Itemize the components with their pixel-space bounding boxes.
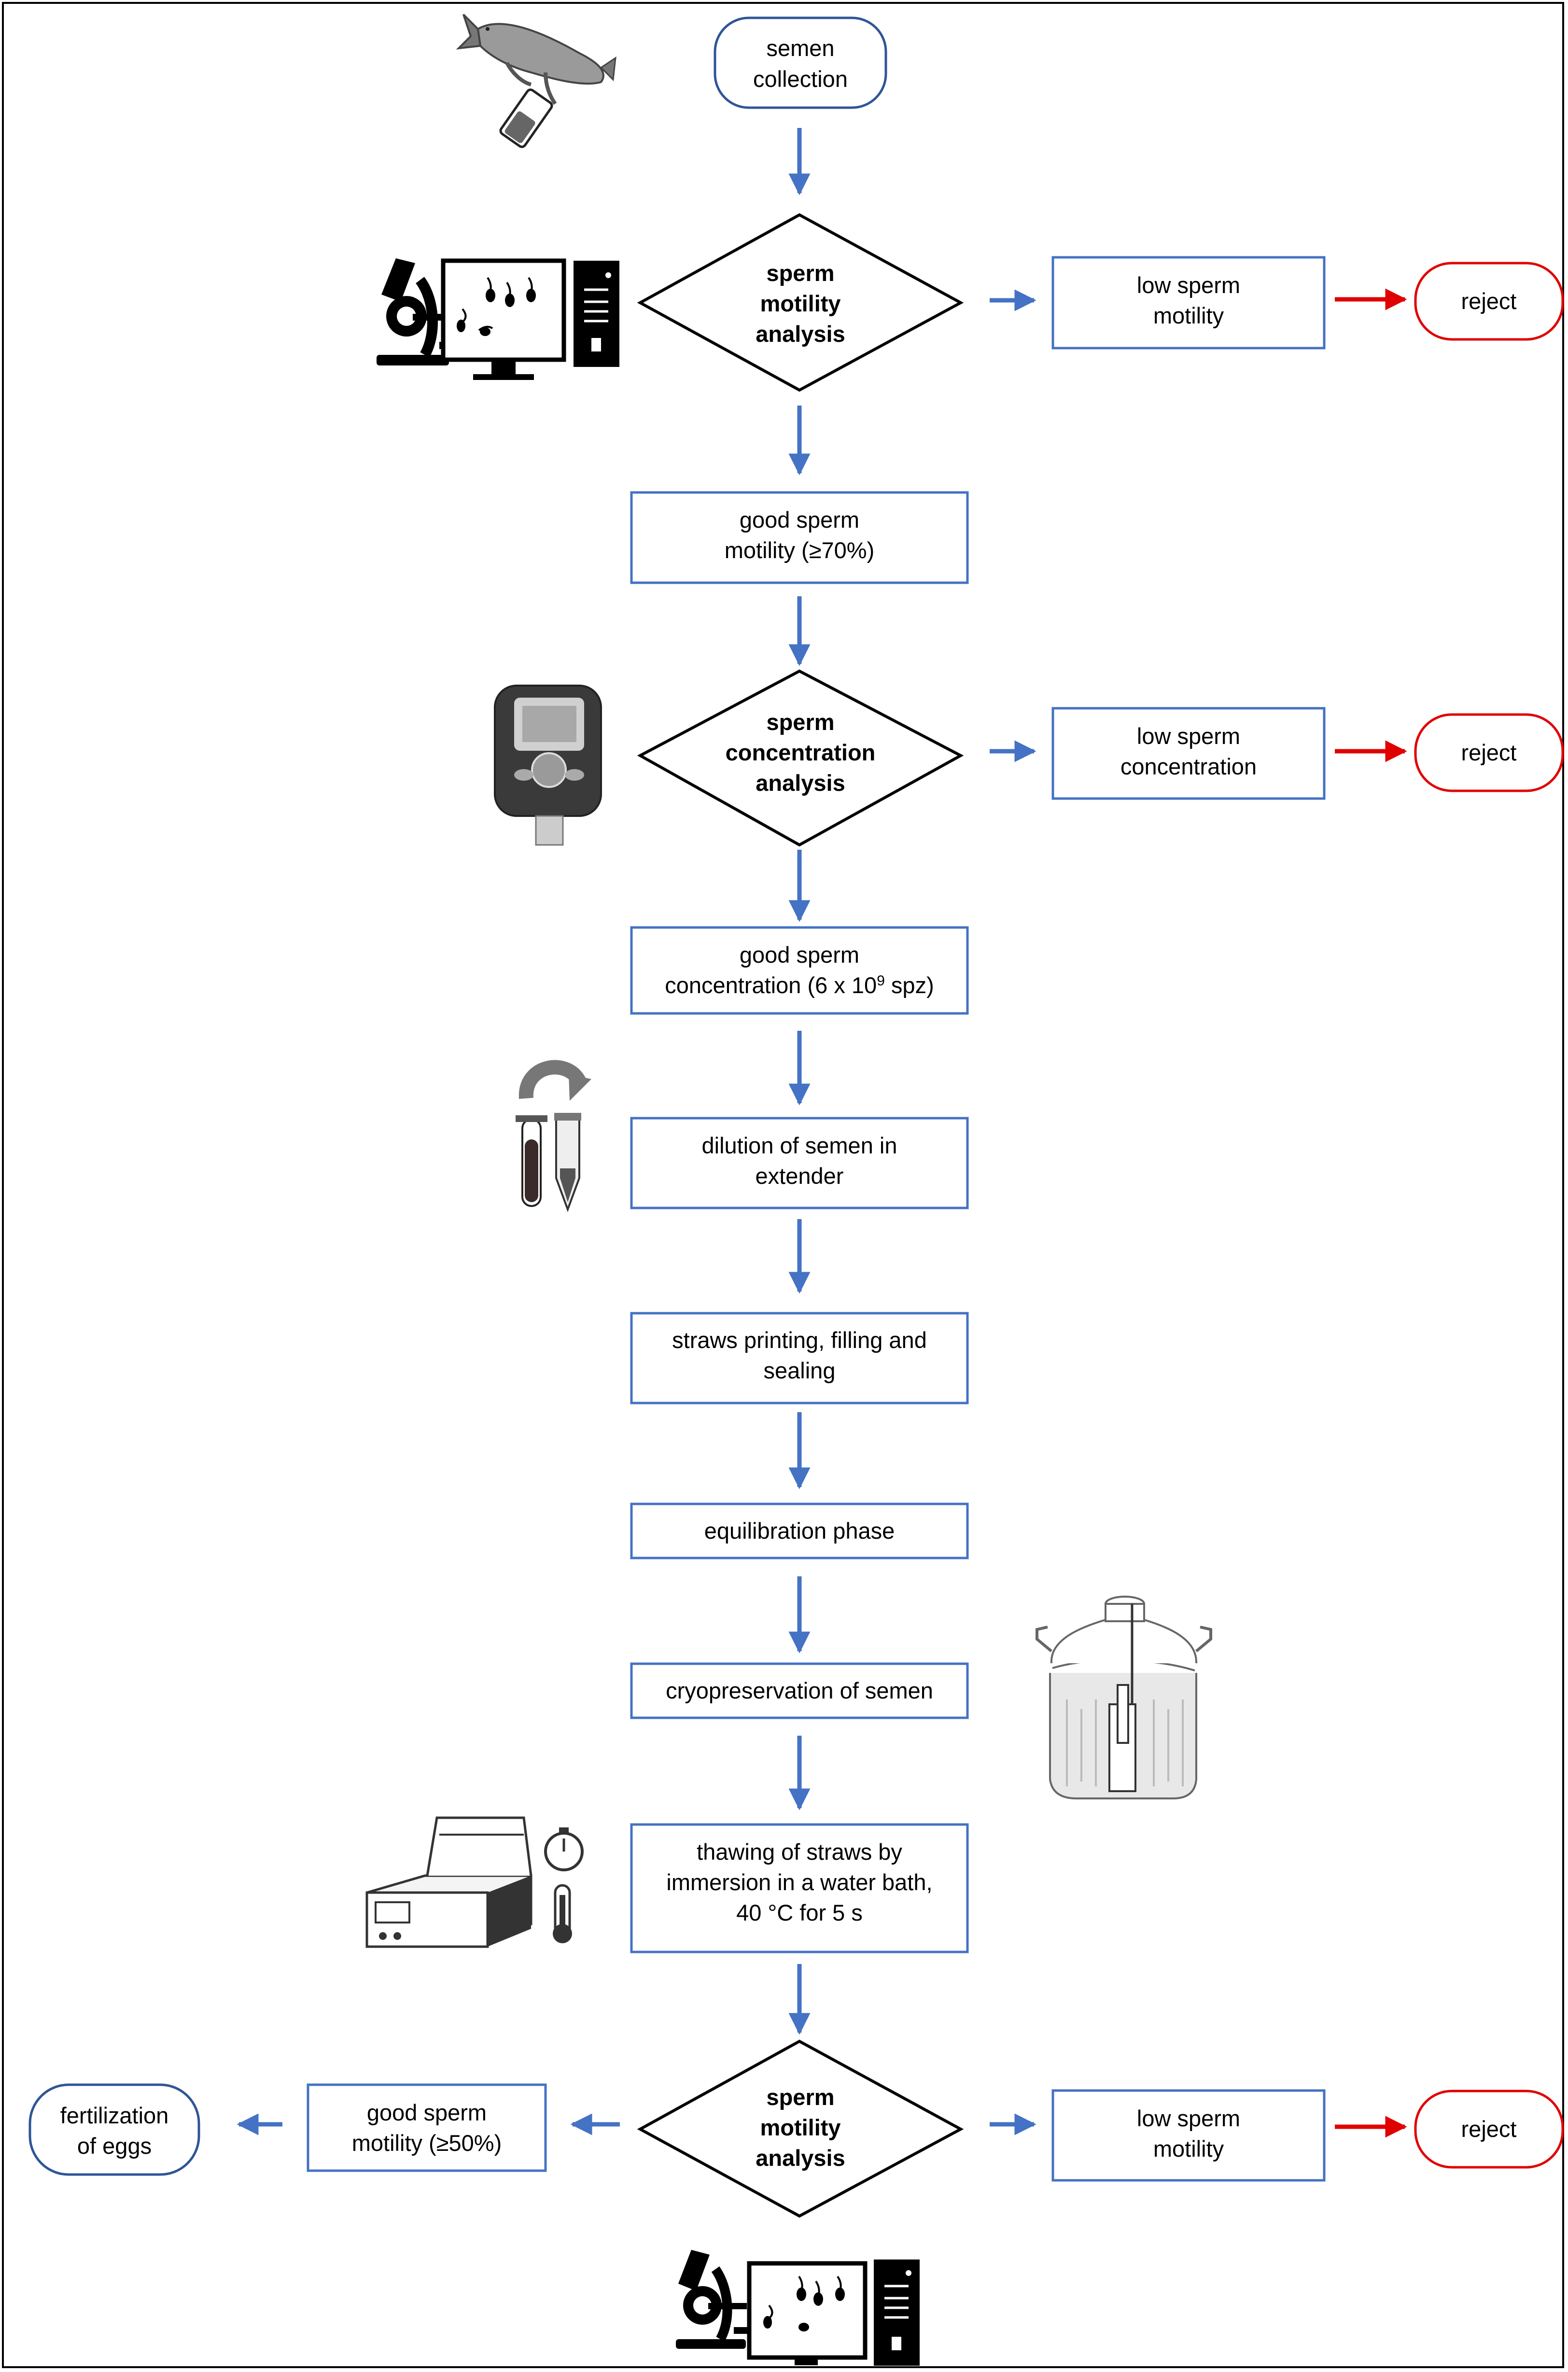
terminal-fertilization bbox=[28, 2083, 200, 2176]
box-dilution bbox=[630, 1117, 969, 1209]
cryopreservation-label: cryopreservation of semen bbox=[666, 1678, 933, 1703]
microscope-computer-icon bbox=[676, 2250, 920, 2366]
decision-concentration bbox=[637, 669, 964, 847]
connectors bbox=[237, 128, 1036, 2135]
terminal-reject-3 bbox=[1414, 2090, 1564, 2169]
reject-1-label: reject bbox=[1461, 288, 1517, 314]
box-straws bbox=[630, 1312, 969, 1404]
box-equilibration bbox=[630, 1502, 969, 1559]
terminal-semen-collection bbox=[714, 16, 887, 109]
microscope-computer-icon bbox=[377, 258, 619, 380]
box-good-concentration bbox=[630, 926, 969, 1015]
liquid-nitrogen-dewar-icon bbox=[1036, 1596, 1212, 1799]
box-good-motility-70 bbox=[630, 491, 969, 584]
decision-motility-2 bbox=[637, 2039, 964, 2218]
decision-motility-1 bbox=[637, 213, 964, 392]
terminal-reject-1 bbox=[1414, 262, 1564, 341]
reject-3-label: reject bbox=[1461, 2116, 1517, 2142]
photometer-icon bbox=[494, 685, 602, 846]
box-low-concentration bbox=[1051, 707, 1326, 800]
terminal-reject-2 bbox=[1414, 713, 1564, 792]
tube-inversion-icon bbox=[516, 1060, 591, 1212]
box-low-motility-2 bbox=[1051, 2089, 1326, 2182]
water-bath-timer-icon bbox=[365, 1816, 584, 1948]
fish-stripping-icon bbox=[456, 14, 616, 148]
box-cryopreservation bbox=[630, 1662, 969, 1719]
equilibration-label: equilibration phase bbox=[704, 1518, 895, 1544]
box-thawing bbox=[630, 1823, 969, 1953]
box-low-motility-1 bbox=[1051, 256, 1326, 350]
reject-2-label: reject bbox=[1461, 740, 1517, 765]
box-good-motility-50 bbox=[307, 2083, 547, 2172]
